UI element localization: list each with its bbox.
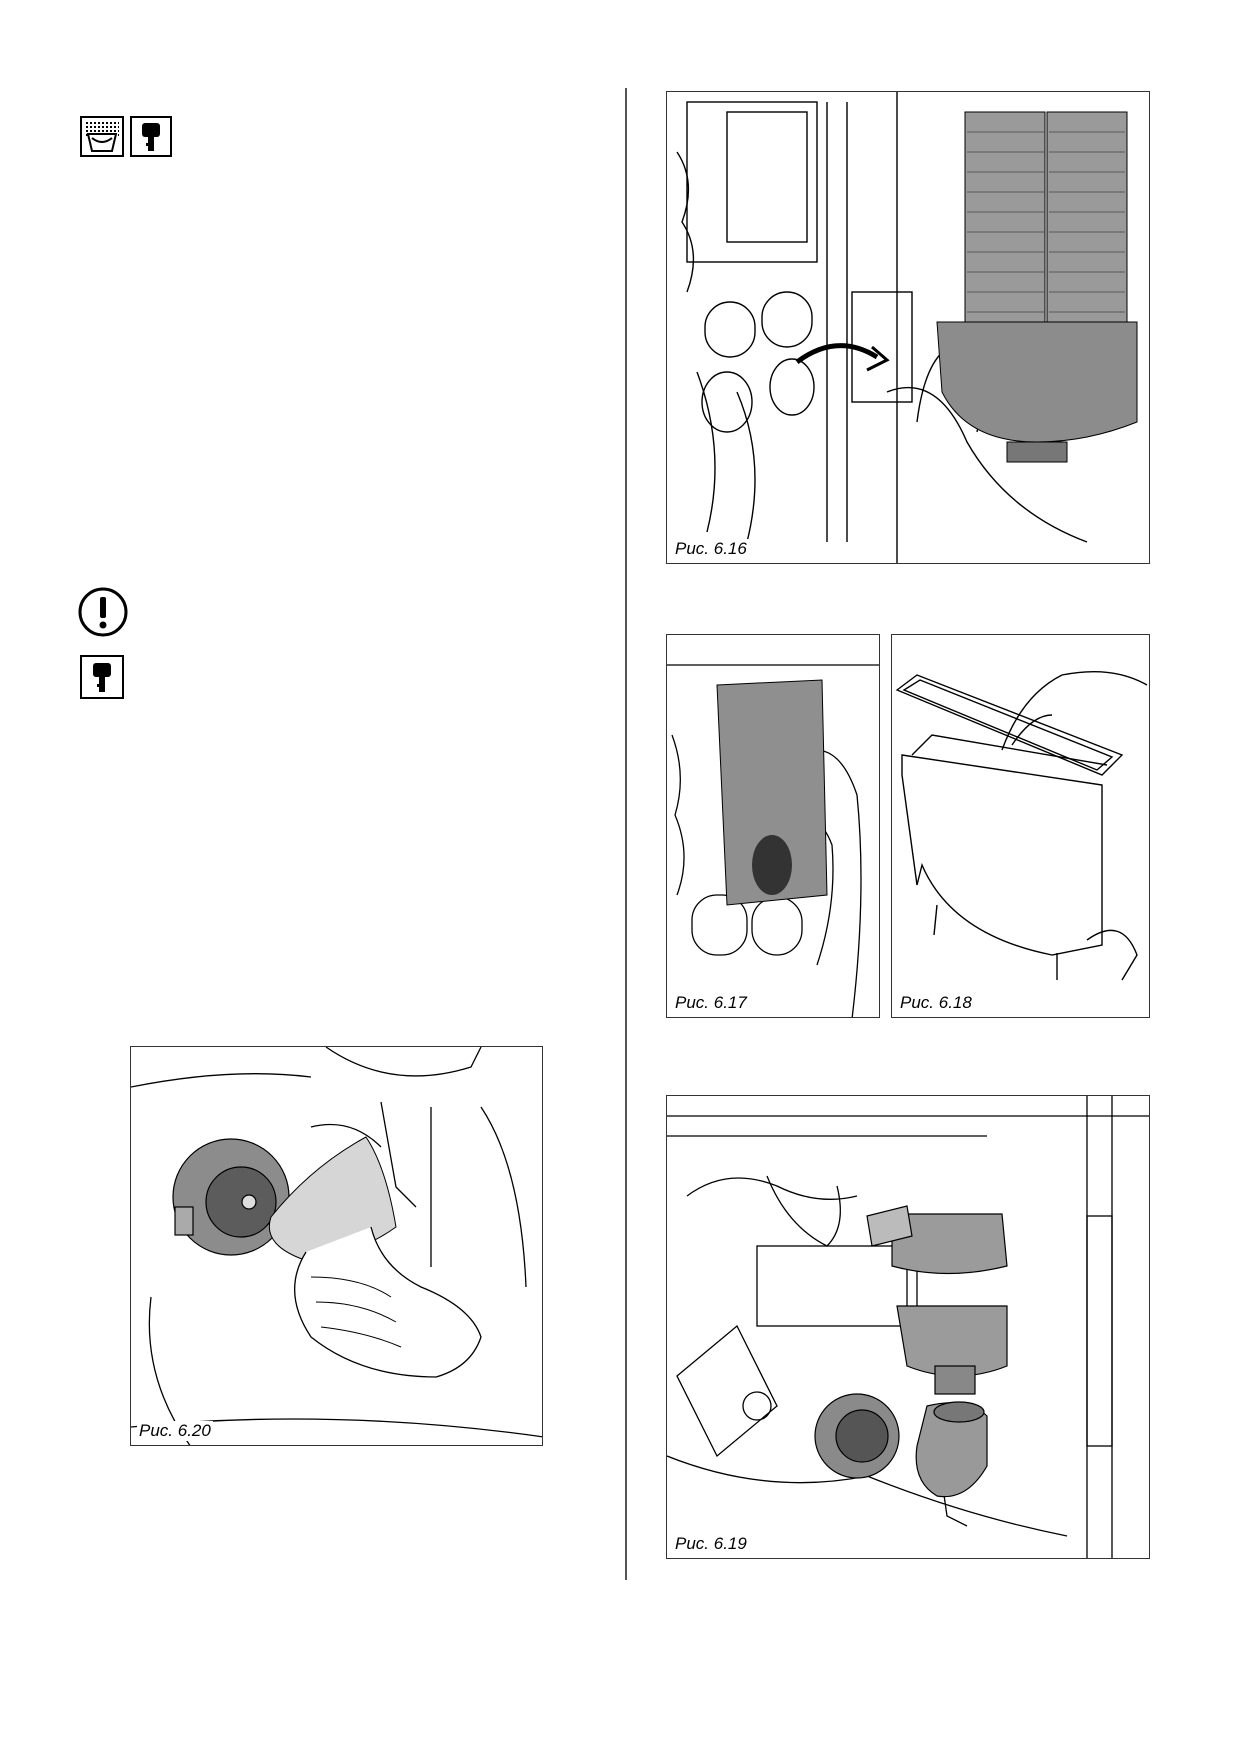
figure-caption: Рис. 6.17 xyxy=(673,993,749,1013)
figure-6-19: Рис. 6.19 xyxy=(666,1095,1150,1559)
figure-6-20: Рис. 6.20 xyxy=(130,1046,543,1446)
figure-6-18: Рис. 6.18 xyxy=(891,634,1150,1018)
figure-6-16: Рис. 6.16 xyxy=(666,91,1150,564)
key-icon xyxy=(80,655,124,699)
figure-caption: Рис. 6.16 xyxy=(673,539,749,559)
key-icon xyxy=(130,116,172,157)
figure-caption: Рис. 6.19 xyxy=(673,1534,749,1554)
figure-caption: Рис. 6.20 xyxy=(137,1421,213,1441)
figure-6-17: Рис. 6.17 xyxy=(666,634,880,1018)
column-divider xyxy=(625,88,627,1580)
figure-caption: Рис. 6.18 xyxy=(898,993,974,1013)
cleaning-icon xyxy=(80,116,124,157)
exclamation-icon xyxy=(77,586,129,638)
